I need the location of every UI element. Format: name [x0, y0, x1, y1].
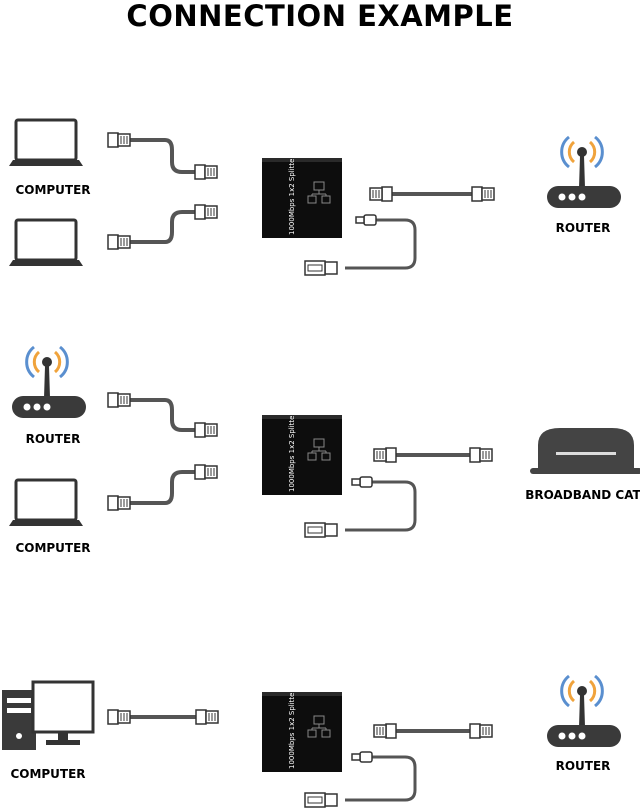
ethernet-plug	[469, 723, 493, 739]
ethernet-plug	[373, 447, 397, 463]
example-3: 1000Mbps 1x2 Splitter	[2, 674, 623, 808]
splitter-label: 1000Mbps 1x2 Splitter	[288, 690, 296, 769]
ethernet-cable	[130, 398, 205, 432]
splitter-box	[261, 157, 343, 239]
page-title: CONNECTION EXAMPLE	[126, 0, 514, 33]
label-computer: COMPUTER	[15, 183, 91, 197]
splitter-label: 1000Mbps 1x2 Splitter	[288, 156, 296, 235]
router-icon	[545, 674, 623, 749]
label-computer: COMPUTER	[15, 541, 91, 555]
usb-cable	[345, 218, 417, 270]
laptop-icon	[7, 478, 85, 528]
desktop-tower-icon	[2, 690, 36, 750]
label-router: ROUTER	[555, 759, 611, 773]
usb-plug	[304, 522, 338, 538]
ethernet-plug	[107, 392, 131, 408]
usb-cable	[345, 755, 417, 802]
ethernet-plug	[471, 186, 495, 202]
router-icon	[545, 135, 623, 210]
micro-usb-plug	[351, 751, 373, 763]
ethernet-plug	[107, 709, 131, 725]
ethernet-plug	[469, 447, 493, 463]
example-1: 1000Mbps 1x2 Splitter	[7, 118, 623, 276]
ethernet-plug	[107, 234, 131, 250]
laptop-icon	[7, 218, 85, 268]
ethernet-plug	[195, 709, 219, 725]
ethernet-cable	[130, 470, 205, 505]
micro-usb-plug	[355, 214, 377, 226]
monitor-icon	[31, 680, 95, 745]
usb-cable	[345, 480, 417, 532]
label-computer: COMPUTER	[10, 767, 86, 781]
ethernet-cable	[130, 138, 205, 174]
ethernet-plug	[107, 132, 131, 148]
micro-usb-plug	[351, 476, 373, 488]
modem-icon	[530, 428, 640, 474]
ethernet-plug	[194, 422, 218, 438]
ethernet-plug	[107, 495, 131, 511]
splitter-box	[261, 414, 343, 496]
ethernet-plug	[194, 204, 218, 220]
example-2: 1000Mbps 1x2 Splitter	[7, 345, 640, 538]
ethernet-plug	[194, 164, 218, 180]
router-icon	[10, 345, 88, 420]
splitter-label: 1000Mbps 1x2 Splitter	[288, 413, 296, 492]
laptop-icon	[7, 118, 85, 168]
ethernet-cable	[130, 210, 205, 244]
label-router: ROUTER	[25, 432, 81, 446]
ethernet-plug	[194, 464, 218, 480]
usb-plug	[304, 792, 338, 808]
ethernet-plug	[373, 723, 397, 739]
label-router: ROUTER	[555, 221, 611, 235]
usb-plug	[304, 260, 338, 276]
ethernet-plug	[369, 186, 393, 202]
splitter-box	[261, 691, 343, 773]
label-broadband-cat: BROADBAND CAT	[525, 488, 640, 502]
